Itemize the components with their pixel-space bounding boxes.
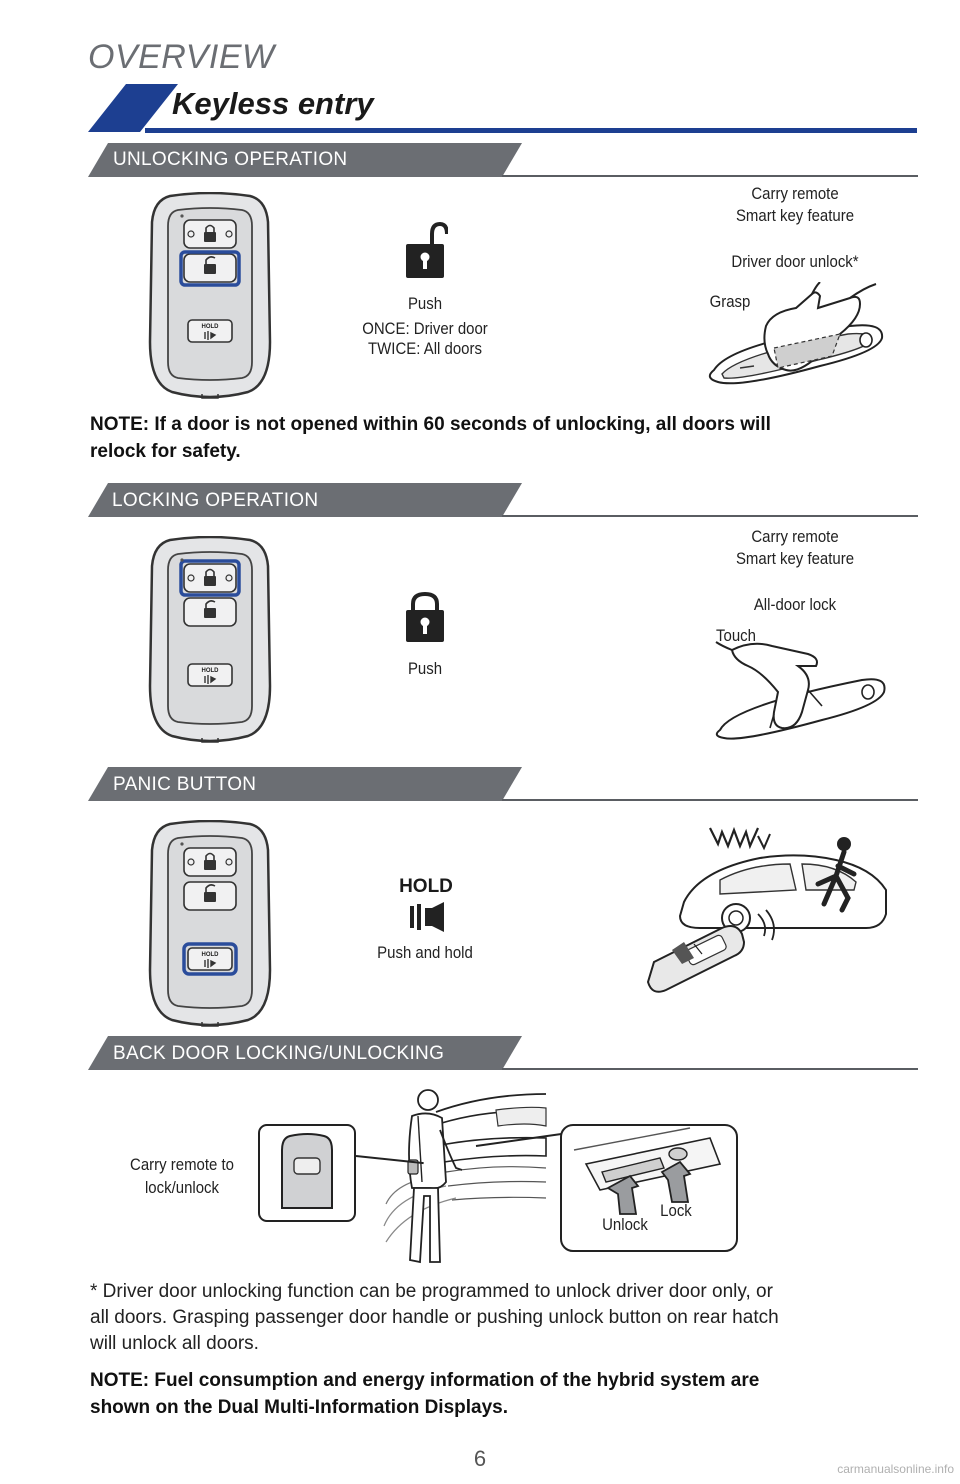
key-fob-panic-highlight: HOLD	[148, 820, 272, 1027]
note-relock-line-1: NOTE: If a door is not opened within 60 …	[90, 414, 771, 435]
section-bar-panic	[88, 767, 522, 801]
door-action-caption: All-door lock	[753, 595, 837, 614]
key-hold-label: HOLD	[202, 324, 220, 330]
section-bar-back-door	[88, 1036, 522, 1070]
push-caption-1: Push	[407, 294, 443, 313]
push-caption-2: ONCE: Driver door	[362, 319, 488, 338]
push-caption-lock: Push	[407, 659, 443, 678]
smart-key-caption-2: Smart key feature	[735, 206, 855, 225]
section-rule	[502, 515, 918, 517]
gesture-caption: Touch	[716, 626, 756, 645]
key-fob-unlock-highlight: HOLD	[148, 192, 272, 399]
section-rule	[502, 1068, 918, 1070]
key-fob-lock-highlight: HOLD	[148, 536, 272, 743]
section-rule	[502, 799, 918, 801]
door-handle-touch-illustration	[715, 641, 886, 740]
title-accent-shape	[88, 84, 178, 132]
section-bar-locking	[88, 483, 522, 517]
rear-hatch-buttons-inset	[560, 1124, 738, 1252]
carry-remote-caption-2: lock/unlock	[144, 1178, 220, 1197]
push-caption-3: TWICE: All doors	[368, 339, 482, 358]
lock-icon	[406, 592, 444, 642]
unlock-label: Unlock	[602, 1215, 648, 1234]
key-hold-label: HOLD	[202, 952, 220, 958]
smart-key-caption-1: Carry remote	[751, 184, 839, 203]
section-bar-unlocking	[88, 143, 522, 177]
gesture-caption: Grasp	[709, 292, 751, 311]
page-title: Keyless entry	[172, 86, 374, 121]
section-label-panic: PANIC BUTTON	[113, 774, 257, 795]
hold-label: HOLD	[399, 876, 453, 897]
door-action-caption: Driver door unlock*	[731, 252, 859, 271]
note-fuel-line-1: NOTE: Fuel consumption and energy inform…	[90, 1370, 760, 1391]
note-relock-line-2: relock for safety.	[90, 441, 241, 462]
panic-horn-icon	[410, 902, 444, 932]
footnote-line-2: all doors. Grasping passenger door handl…	[90, 1307, 779, 1328]
title-underline	[145, 128, 917, 133]
section-rule	[502, 175, 918, 177]
smart-key-caption-2: Smart key feature	[735, 549, 855, 568]
footnote-line-3: will unlock all doors.	[90, 1333, 259, 1354]
smart-key-caption-1: Carry remote	[751, 527, 839, 546]
lock-label: Lock	[660, 1201, 692, 1220]
watermark: carmanualsonline.info	[837, 1462, 954, 1476]
section-label-locking: LOCKING OPERATION	[112, 490, 319, 511]
section-header: OVERVIEW	[88, 38, 275, 76]
section-label-back-door: BACK DOOR LOCKING/UNLOCKING	[113, 1043, 445, 1064]
footnote-line-1: * Driver door unlocking function can be …	[90, 1281, 773, 1302]
note-fuel-line-2: shown on the Dual Multi-Information Disp…	[90, 1397, 509, 1418]
person-at-rear-hatch-illustration	[383, 1089, 547, 1264]
unlock-icon	[406, 222, 448, 278]
door-handle-grasp-illustration	[708, 282, 884, 385]
remote-in-pocket-inset	[258, 1124, 356, 1222]
panic-alarm-car-illustration	[646, 826, 887, 993]
section-label-unlocking: UNLOCKING OPERATION	[113, 149, 348, 170]
key-hold-label: HOLD	[202, 668, 220, 674]
page-number: 6	[473, 1446, 487, 1471]
push-and-hold-caption: Push and hold	[377, 943, 473, 962]
carry-remote-caption-1: Carry remote to	[130, 1155, 234, 1174]
